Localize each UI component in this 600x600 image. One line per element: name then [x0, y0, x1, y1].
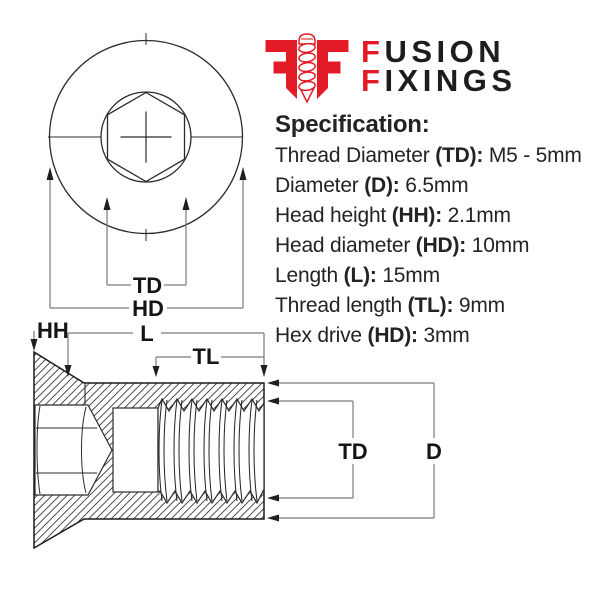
spec-row-head-height: Head height (HH): 2.1mm: [275, 201, 582, 231]
logo-ff-letters: [265, 40, 349, 99]
spec-abbrev: (TL):: [407, 294, 454, 317]
spec-text: Head diameter: [275, 234, 416, 257]
logo-f2: F: [361, 63, 385, 98]
spec-row-head-diameter: Head diameter (HD): 10mm: [275, 231, 582, 261]
spec-value: 3mm: [417, 324, 470, 347]
side-view-drawing: [33, 350, 265, 550]
top-view-td-label: TD: [133, 273, 162, 298]
spec-value: M5 - 5mm: [483, 144, 582, 167]
side-view-hh-dimension: [30, 331, 38, 351]
pilot-hole: [112, 407, 159, 493]
spec-text: Thread Diameter: [275, 144, 436, 167]
center-crosshair: [120, 111, 172, 163]
specification-panel: Specification: Thread Diameter (TD): M5 …: [275, 112, 582, 351]
logo-f1: F: [361, 34, 385, 69]
fusion-fixings-logo-icon: [265, 33, 349, 104]
spec-abbrev: (HH):: [391, 204, 443, 227]
logo-screw-coils: [298, 42, 316, 92]
spec-abbrev: (L):: [343, 264, 377, 287]
specification-heading: Specification:: [275, 111, 430, 138]
spec-abbrev: (D):: [364, 174, 400, 197]
logo-ixings: IXINGS: [384, 63, 517, 98]
side-view-l-label: L: [140, 321, 153, 346]
side-view-hh-label: HH: [37, 318, 69, 343]
specification-list: Thread Diameter (TD): M5 - 5mm Diameter …: [275, 141, 582, 351]
hex-socket-side-arcs: [36, 405, 87, 495]
fusion-fixings-logo-text: FUSION FIXINGS: [361, 34, 517, 98]
spec-row-thread-diameter: Thread Diameter (TD): M5 - 5mm: [275, 141, 582, 171]
spec-row-diameter: Diameter (D): 6.5mm: [275, 171, 582, 201]
spec-abbrev: (TD):: [435, 144, 484, 167]
spec-row-thread-length: Thread length (TL): 9mm: [275, 291, 582, 321]
spec-row-length: Length (L): 15mm: [275, 261, 582, 291]
logo-usion: USION: [384, 34, 506, 69]
logo-screw: [298, 33, 316, 104]
spec-value: 6.5mm: [399, 174, 469, 197]
spec-value: 10mm: [466, 234, 530, 257]
side-view-td-dimension: [267, 397, 354, 502]
top-view-hd-label: HD: [132, 296, 164, 321]
logo-line-fixings: FIXINGS: [361, 63, 517, 98]
spec-text: Diameter: [275, 174, 365, 197]
side-view-d-dimension: [267, 379, 435, 522]
threaded-hole: [157, 397, 265, 505]
spec-text: Hex drive: [275, 324, 368, 347]
side-view-tl-dimension: [152, 356, 264, 377]
side-view-td-label: TD: [338, 439, 367, 464]
top-view-td-dimension: [103, 197, 190, 286]
side-view-d-label: D: [426, 439, 442, 464]
spec-text: Length: [275, 264, 344, 287]
side-view-l-dimension: [64, 332, 268, 377]
hex-socket-outline: [106, 91, 186, 183]
hex-socket-flat-lines: [36, 427, 97, 474]
thread-flank-curves: [158, 399, 258, 502]
spec-value: 15mm: [376, 264, 440, 287]
spec-abbrev: (HD):: [415, 234, 467, 257]
logo-line-fusion: FUSION: [361, 34, 517, 69]
top-view-hd-dimension: [46, 167, 247, 309]
spec-abbrev: (HD):: [367, 324, 419, 347]
spec-row-hex-drive: Hex drive (HD): 3mm: [275, 321, 582, 351]
spec-text: Head height: [275, 204, 392, 227]
spec-value: 9mm: [453, 294, 505, 317]
top-view-drawing: [48, 33, 244, 241]
side-view-tl-label: TL: [193, 344, 220, 369]
spec-text: Thread length: [275, 294, 408, 317]
spec-value: 2.1mm: [442, 204, 511, 227]
